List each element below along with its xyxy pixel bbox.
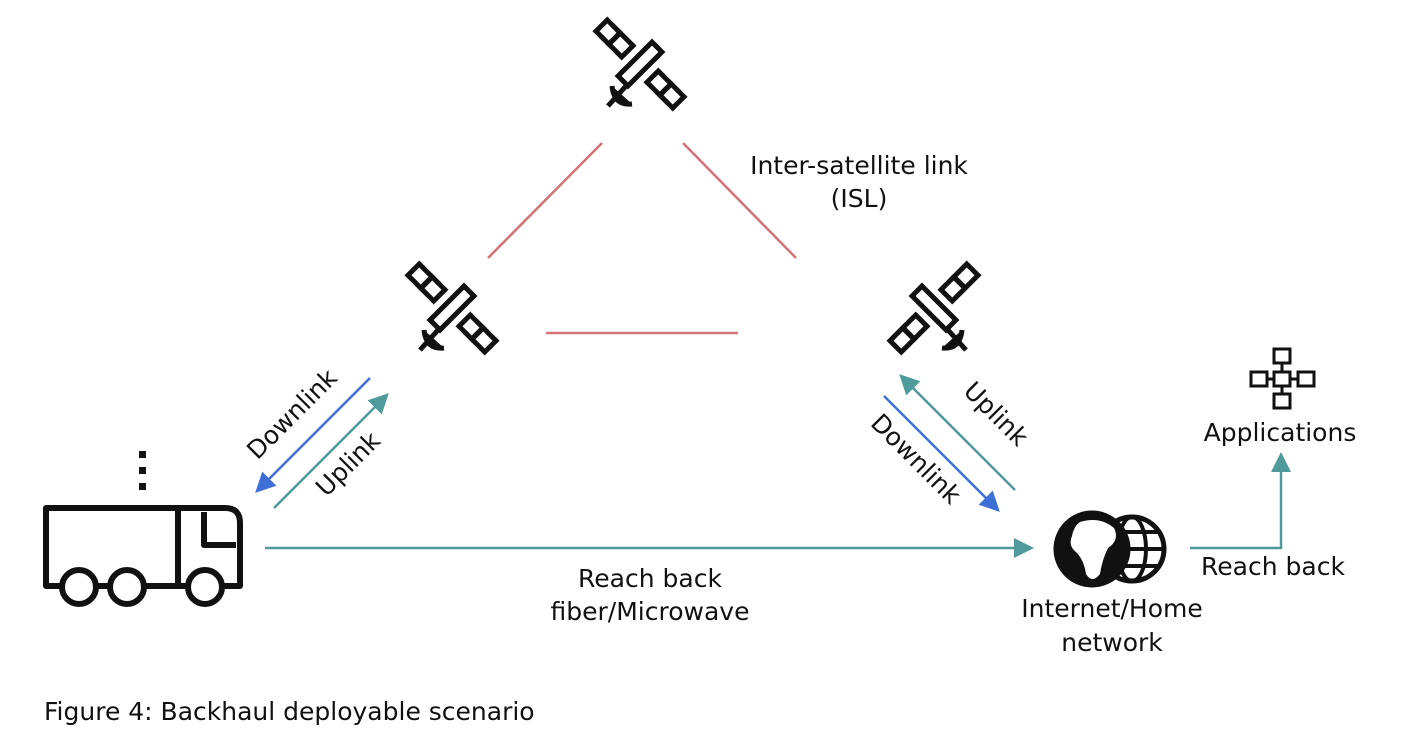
right-downlink-label: Downlink [865,408,967,510]
network-nodes-icon [1249,347,1316,410]
reach-back-label-line2: fiber/Microwave [551,597,750,626]
applications-reach-back-label: Reach back [1201,552,1345,581]
isl-link-top-left [487,142,603,259]
left-uplink-label: Uplink [310,426,386,502]
signal-dots [139,451,146,490]
truck-icon [43,451,243,607]
right-uplink-label: Uplink [958,376,1034,452]
applications-label: Applications [1204,418,1357,447]
left-downlink-label: Downlink [241,363,343,465]
left-satellite-icon [408,264,496,352]
isl-label-line2: (ISL) [831,184,888,213]
right-uplink-arrow [899,374,1016,491]
figure-caption: Figure 4: Backhaul deployable scenario [44,697,535,726]
isl-link-top-right [682,142,797,259]
top-satellite-icon [596,20,684,108]
internet-label-line1: Internet/Home [1021,594,1203,623]
left-uplink-arrow [273,393,389,509]
internet-label-line2: network [1061,628,1163,657]
applications-reach-back-arrow [1190,452,1291,550]
right-satellite-icon [890,264,978,352]
isl-label-line1: Inter-satellite link [750,151,968,180]
left-downlink-arrow [255,377,371,493]
globe-icon [1053,510,1167,588]
reach-back-label-line1: Reach back [578,564,722,593]
right-downlink-arrow [883,395,1000,512]
isl-links [487,142,797,335]
